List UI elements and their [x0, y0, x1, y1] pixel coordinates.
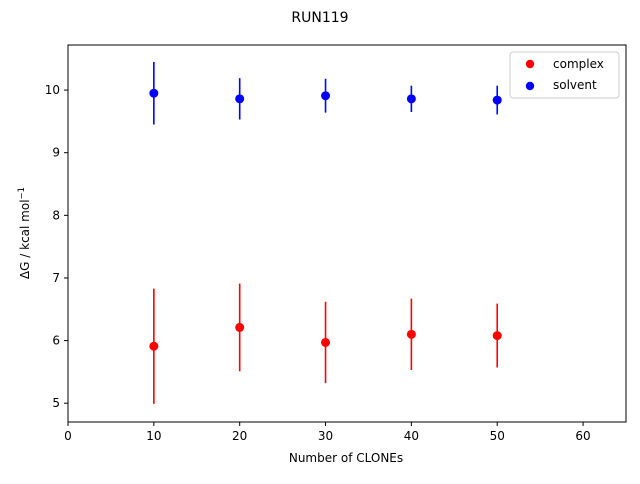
x-tick-label-6: 60	[575, 429, 590, 443]
x-tick-label-5: 50	[490, 429, 505, 443]
y-tick-label-0: 5	[52, 396, 60, 410]
y-axis: 5 6 7 8 9 10	[45, 83, 68, 410]
x-tick-label-0: 0	[64, 429, 72, 443]
x-axis: 0 10 20 30 40 50 60	[64, 422, 591, 443]
legend-label-complex: complex	[553, 57, 604, 71]
complex-point-0	[149, 341, 159, 351]
legend-box	[509, 51, 620, 99]
chart-title: RUN119	[291, 10, 348, 26]
y-tick-label-2: 7	[52, 271, 60, 285]
y-axis-label-superscript: −1	[17, 187, 27, 200]
solvent-point-3	[406, 94, 416, 104]
legend: complex solvent	[509, 51, 620, 99]
data-marks	[149, 61, 502, 404]
legend-marker-solvent	[525, 81, 535, 91]
legend-label-solvent: solvent	[553, 78, 597, 92]
y-tick-label-1: 6	[52, 334, 60, 348]
solvent-point-4	[492, 95, 502, 105]
plot-frame	[67, 44, 627, 423]
complex-point-4	[492, 331, 502, 341]
solvent-point-1	[235, 94, 245, 104]
complex-point-2	[321, 337, 331, 347]
solvent-point-0	[149, 88, 159, 98]
x-tick-label-4: 40	[404, 429, 419, 443]
y-axis-label-main: ΔG / kcal mol	[18, 199, 32, 279]
y-tick-label-4: 9	[52, 146, 60, 160]
x-axis-label: Number of CLONEs	[289, 451, 403, 465]
x-tick-label-1: 10	[146, 429, 161, 443]
y-axis-label: ΔG / kcal mol−1	[17, 187, 32, 279]
x-tick-label-3: 30	[318, 429, 333, 443]
complex-point-3	[406, 329, 416, 339]
complex-point-1	[235, 322, 245, 332]
legend-marker-complex	[525, 59, 535, 69]
y-tick-label-3: 8	[52, 208, 60, 222]
x-tick-label-2: 20	[232, 429, 247, 443]
y-tick-label-5: 10	[45, 83, 60, 97]
solvent-point-2	[321, 91, 331, 101]
